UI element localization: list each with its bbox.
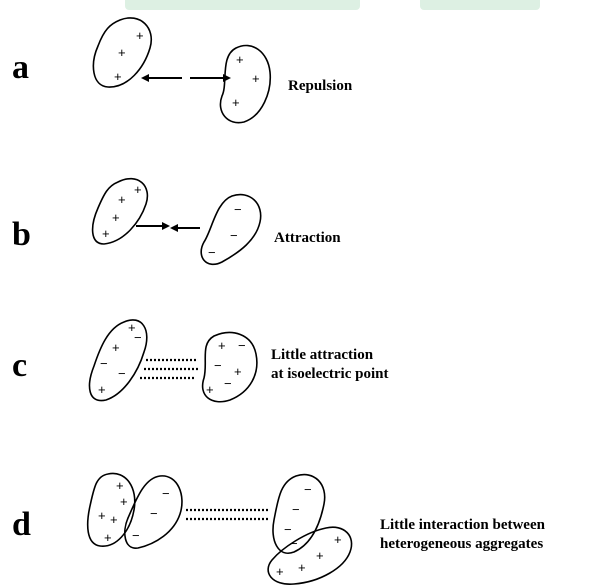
panel-d-label-line-2: heterogeneous aggregates: [380, 536, 543, 552]
plus-sign: +: [206, 382, 214, 397]
minus-sign: −: [134, 330, 142, 345]
plus-sign: +: [120, 494, 128, 509]
minus-sign: −: [304, 482, 312, 497]
plus-sign: +: [236, 52, 244, 67]
plus-sign: +: [112, 340, 120, 355]
plus-sign: +: [118, 192, 126, 207]
panel-b-letter: b: [12, 216, 31, 253]
panel-d: d + + + + + − − − − − − − + + + + Little…: [12, 473, 546, 584]
plus-sign: +: [232, 95, 240, 110]
plus-sign: +: [98, 508, 106, 523]
minus-sign: −: [238, 338, 246, 353]
minus-sign: −: [208, 245, 216, 260]
panel-a-particle-right: [220, 45, 270, 122]
minus-sign: −: [132, 528, 140, 543]
minus-sign: −: [214, 358, 222, 373]
plus-sign: +: [136, 28, 144, 43]
panel-a: a + + + + + + Repulsion: [12, 18, 353, 123]
plus-sign: +: [118, 45, 126, 60]
minus-sign: −: [162, 486, 170, 501]
minus-sign: −: [234, 202, 242, 217]
minus-sign: −: [150, 506, 158, 521]
plus-sign: +: [102, 226, 110, 241]
plus-sign: +: [98, 382, 106, 397]
panel-a-letter: a: [12, 49, 29, 86]
plus-sign: +: [134, 182, 142, 197]
plus-sign: +: [110, 512, 118, 527]
panel-c-label-line-2: at isoelectric point: [271, 366, 388, 382]
panel-a-label: Repulsion: [288, 78, 353, 94]
minus-sign: −: [118, 366, 126, 381]
minus-sign: −: [284, 522, 292, 537]
panel-b-label: Attraction: [274, 230, 341, 246]
minus-sign: −: [100, 356, 108, 371]
minus-sign: −: [292, 502, 300, 517]
plus-sign: +: [276, 564, 284, 579]
panel-c-letter: c: [12, 347, 27, 384]
plus-sign: +: [334, 532, 342, 547]
plus-sign: +: [234, 364, 242, 379]
panel-c: c + − + − − + + − − + − + Little attract…: [12, 320, 388, 402]
plus-sign: +: [116, 478, 124, 493]
plus-sign: +: [218, 338, 226, 353]
plus-sign: +: [104, 530, 112, 545]
panel-b: b + + + + − − − Attraction: [12, 179, 341, 265]
panel-c-label-line-1: Little attraction: [271, 347, 374, 363]
plus-sign: +: [252, 71, 260, 86]
plus-sign: +: [298, 560, 306, 575]
plus-sign: +: [114, 69, 122, 84]
plus-sign: +: [316, 548, 324, 563]
minus-sign: −: [224, 376, 232, 391]
panel-d-letter: d: [12, 506, 31, 543]
plus-sign: +: [112, 210, 120, 225]
minus-sign: −: [230, 228, 238, 243]
panel-d-label-line-1: Little interaction between: [380, 517, 546, 533]
